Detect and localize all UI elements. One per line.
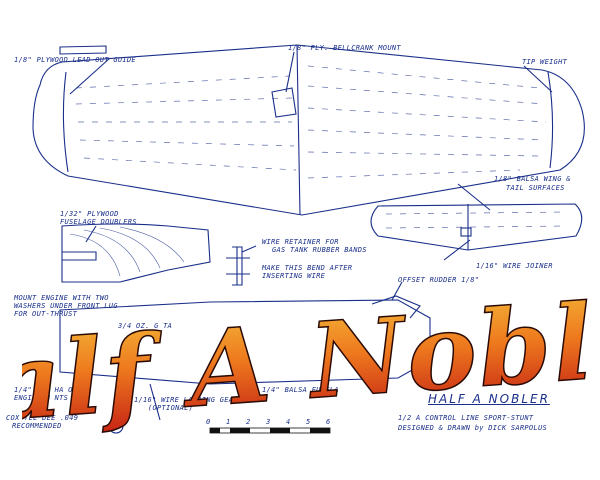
doubler-notch [62,251,97,261]
label-balsa-wing-2: TAIL SURFACES [506,184,565,192]
wing-centerline [296,44,301,216]
offset-rudder [371,295,421,319]
leader-bellcrank [285,51,295,93]
label-fuselage-doublers-2: FUSELAGE DOUBLERS [60,218,137,226]
landing-gear [117,383,161,421]
wing-outline [32,44,585,216]
scale-tick: 3 [266,418,271,426]
leader-retainer [241,245,257,253]
bellcrank [271,87,297,118]
scale-tick: 0 [206,418,211,426]
fuselage-doubler [61,223,211,283]
half-a-nobler-logo: Half A Nobler [22,270,592,440]
label-tip-weight: TIP WEIGHT [522,58,568,66]
label-landing-gear-1: 1/16" WIRE LANDING GEAR [134,396,238,404]
stabilizer-outline [370,203,583,251]
label-mount-engine-3: FOR OUT-THRUST [14,310,78,318]
label-mount-engine-2: WASHERS UNDER FRONT LUG [14,302,118,310]
label-landing-gear-2: (OPTIONAL) [148,404,194,412]
label-engine-mounts-2: ENGINE M NTS [14,394,69,402]
logo-text: Half A Nobler [22,271,592,440]
label-engine-mounts-1: 1/4" SQ. HA OOD [14,386,82,394]
wing-tip-left [62,71,69,173]
leader-tip-weight [523,65,553,93]
plan-credit: DESIGNED & DRAWN by DICK SARPOLUS [398,424,547,432]
label-wire-joiner: 1/16" WIRE JOINER [476,262,553,270]
wing-tip-right [547,71,554,169]
leader-rudder [391,281,403,301]
fuselage-side [59,299,431,385]
scale-tick: 1 [226,418,231,426]
wheel [108,418,124,434]
label-engine-2: RECOMMENDED [12,422,62,430]
leader-wire-joiner [443,239,471,261]
label-lead-out-guide: 1/8" PLYWOOD LEAD-OUT GUIDE [14,56,136,64]
label-wire-retainer-1: WIRE RETAINER FOR [262,238,339,246]
scale-tick: 2 [246,418,251,426]
scale-tick: 5 [306,418,311,426]
plan-subtitle: 1/2 A CONTROL LINE SPORT-STUNT [398,414,534,422]
leader-balsa [457,183,491,211]
scale-tick: 4 [286,418,291,426]
label-bellcrank-mount: 1/8" PLY. BELLCRANK MOUNT [288,44,401,52]
leader-doublers [85,225,97,243]
wire-retainer [226,246,250,286]
label-engine-1: COX TEE DEE .049 [6,414,79,422]
label-mount-engine-1: MOUNT ENGINE WITH TWO [14,294,109,302]
label-offset-rudder: OFFSET RUDDER 1/8" [398,276,480,284]
label-balsa-fuselage: 1/4" BALSA FUSELA [262,386,339,394]
label-fuselage-doublers-1: 1/32" PLYWOOD [60,210,119,218]
scale-bar-ticks: 0 1 2 3 4 5 6 [206,418,338,427]
label-wire-retainer-2: GAS TANK RUBBER BANDS [272,246,367,254]
lead-out-guide [59,45,107,55]
label-balsa-wing-1: 1/8" BALSA WING & [494,175,571,183]
scale-tick: 6 [326,418,331,426]
scale-bar [209,427,331,434]
label-make-bend-2: INSERTING WIRE [262,272,326,280]
label-make-bend-1: MAKE THIS BEND AFTER [262,264,353,272]
label-tank: 3/4 OZ. G TA [118,322,173,330]
plan-title: HALF A NOBLER [428,392,550,406]
elevator-horn [460,227,472,237]
